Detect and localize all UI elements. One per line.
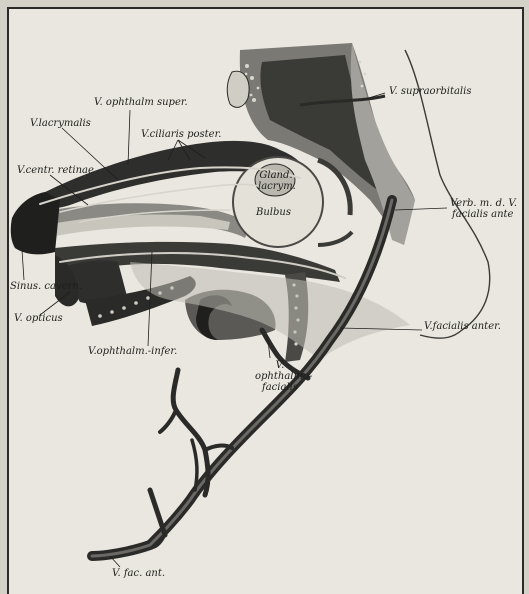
label-v-ophthalm-infer: V.ophthalm.-infer. (88, 346, 177, 357)
label-verb-facialis: Verb. m. d. V. facialis ante (450, 198, 517, 220)
label-v-ophthalm-super: V. ophthalm super. (94, 97, 188, 108)
label-gland-lacrym: Gland. lacrym. (258, 170, 294, 192)
label-v-lacrymalis: V.lacrymalis (30, 118, 91, 129)
label-gland-lacrym-line2: lacrym. (258, 181, 294, 192)
label-v-centr-retinae: V.centr. retinae (17, 165, 94, 176)
label-verb-facialis-line1: Verb. m. d. V. (450, 198, 517, 209)
label-ophthalmo-facialis-line2: ophthalmo- (255, 371, 305, 382)
label-ophthalmo-facialis-line3: facialis (255, 382, 305, 393)
label-v-fac-ant: V. fac. ant. (112, 568, 165, 579)
label-sinus-cavern: Sinus. cavern. (10, 281, 82, 292)
label-v-ophthalmo-facialis: V. ophthalmo- facialis (255, 360, 305, 393)
frontal-sinus (227, 71, 249, 107)
label-ophthalmo-facialis-line1: V. (255, 360, 305, 371)
label-v-opticus: V. opticus (14, 313, 63, 324)
label-gland-lacrym-line1: Gland. (258, 170, 294, 181)
label-bulbus: Bulbus (256, 207, 291, 218)
label-v-supraorbitalis: V. supraorbitalis (389, 86, 471, 97)
label-v-facialis-anter: V.facialis anter. (424, 321, 501, 332)
label-verb-facialis-line2: facialis ante (452, 209, 517, 220)
label-v-ciliaris-poster: V.ciliaris poster. (141, 129, 221, 140)
